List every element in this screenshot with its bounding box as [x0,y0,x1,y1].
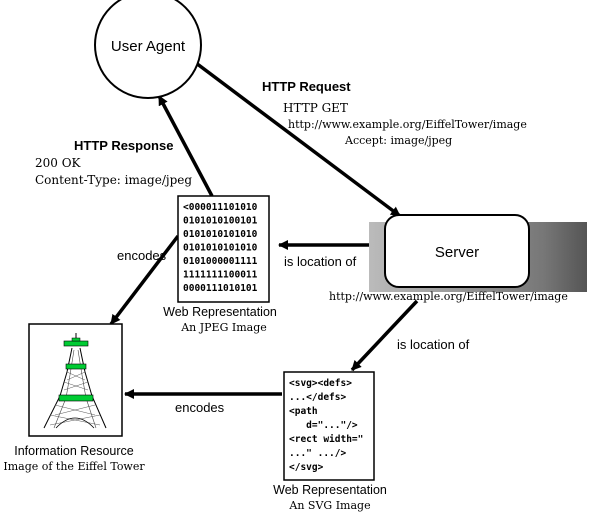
svg-representation: <svg><defs> ...</defs> <path d="..."/> <… [283,371,375,481]
server-node: Server [369,214,587,292]
http-response-status: 200 OK [35,156,82,170]
encodes-svg-label: encodes [175,400,225,415]
server-label: Server [435,244,479,261]
information-resource [28,323,123,437]
jpeg-bit-row: 0101000001111 [183,256,258,267]
jpeg-title: Web Representation [163,305,277,319]
jpeg-subtitle: An JPEG Image [180,321,267,334]
jpeg-bit-row: 0000111010101 [183,283,258,294]
svg-code-line: d="..."/> [289,420,358,431]
jpeg-bits: <000011101010 0101010100101 010101010101… [183,202,258,294]
encodes-jpeg-label: encodes [117,248,167,263]
http-response-title: HTTP Response [74,138,173,153]
user-agent-node: User Agent [94,0,202,99]
request-arrow [194,61,402,218]
svg-code-line: <svg><defs> [289,378,352,389]
svg-code-line: ...</defs> [289,392,346,403]
svg-rep-subtitle: An SVG Image [288,499,370,512]
jpeg-bit-row: <000011101010 [183,202,258,213]
http-request-title: HTTP Request [262,79,351,94]
svg-code-line: </svg> [289,462,324,473]
svg-code-line: <rect width=" [289,434,363,445]
location-svg-arrow [350,299,419,372]
svg-rep-title: Web Representation [273,483,387,497]
http-request-method: HTTP GET [283,101,348,115]
location-svg-label: is location of [397,337,470,352]
resource-subtitle: Image of the Eiffel Tower [3,460,145,473]
jpeg-bit-row: 0101010101010 [183,229,258,240]
jpeg-bit-row: 0101010101010 [183,243,258,254]
encodes-jpeg-arrow [109,234,180,326]
resource-title: Information Resource [14,444,134,458]
http-response-content-type: Content-Type: image/jpeg [35,173,192,187]
jpeg-representation: <000011101010 0101010100101 010101010101… [177,195,270,303]
user-agent-label: User Agent [111,38,186,55]
response-arrow [157,95,214,197]
eiffel-tower-icon [43,333,107,429]
svg-code-line: <path [289,406,318,417]
http-request-url: http://www.example.org/EiffelTower/image [288,118,527,131]
svg-code-line: ..." .../> [289,448,346,459]
server-url-label: http://www.example.org/EiffelTower/image [329,290,568,303]
location-jpeg-label: is location of [284,254,357,269]
jpeg-bit-row: 1111111100011 [183,270,258,281]
jpeg-bit-row: 0101010100101 [183,216,258,227]
svg-code: <svg><defs> ...</defs> <path d="..."/> <… [289,378,363,473]
http-request-accept: Accept: image/jpeg [344,134,452,147]
